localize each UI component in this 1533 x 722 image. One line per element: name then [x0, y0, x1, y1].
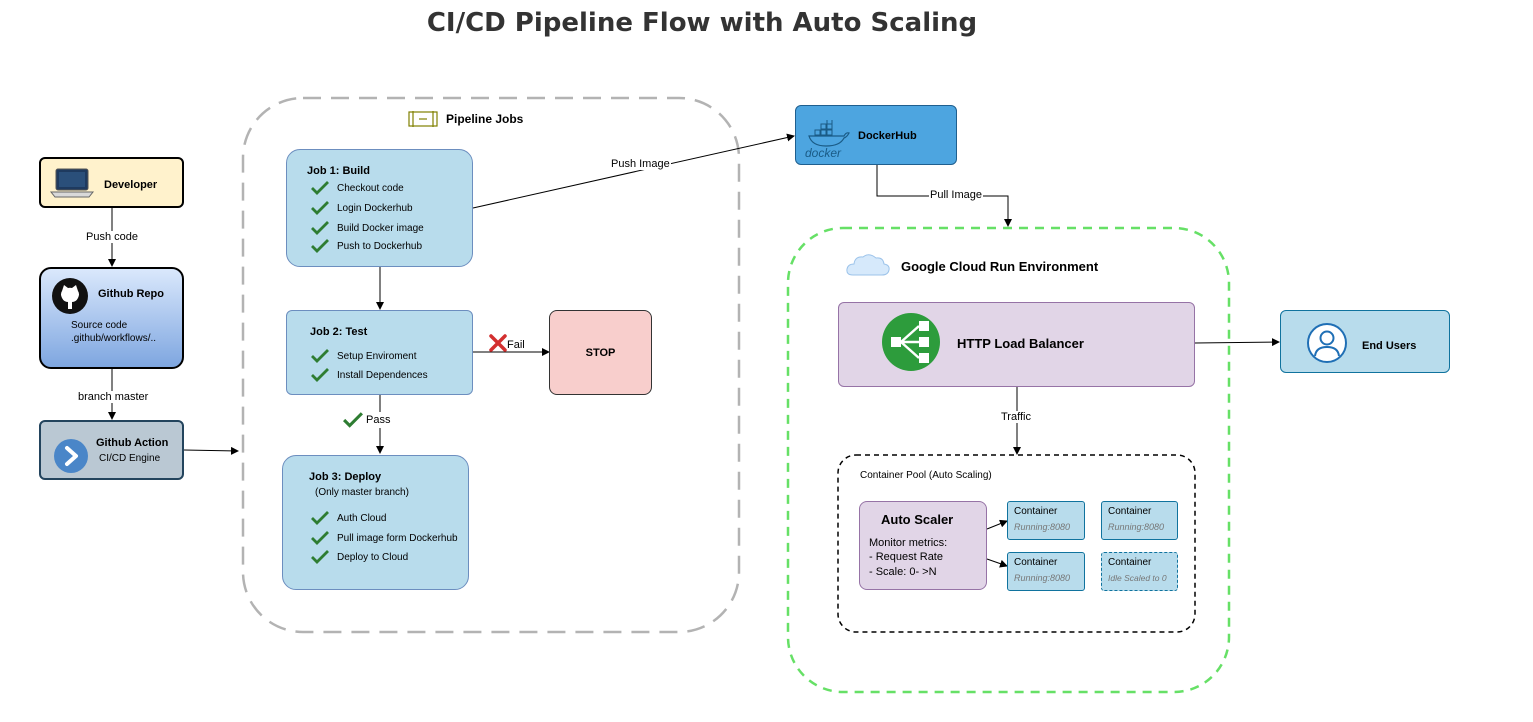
job-test-title: Job 2: Test — [310, 326, 368, 338]
auto-scaler-line3: - Scale: 0- >N — [869, 566, 937, 578]
stop-node: STOP — [549, 310, 652, 395]
list-item: Install Dependences — [311, 368, 428, 382]
job-build-title: Job 1: Build — [307, 165, 370, 177]
check-icon — [311, 181, 329, 195]
pipeline-icon — [408, 111, 438, 127]
repo-workflows-path: .github/workflows/.. — [71, 333, 157, 344]
check-icon — [343, 412, 363, 428]
container-title: Container — [1108, 506, 1152, 517]
list-item: Build Docker image — [311, 221, 424, 235]
check-icon — [311, 531, 329, 545]
user-icon — [1307, 323, 1347, 363]
github-repo-node: Github Repo Source code .github/workflow… — [39, 267, 184, 369]
job-build: Job 1: Build Checkout code Login Dockerh… — [286, 149, 473, 267]
container-status: Idle Scaled to 0 — [1108, 573, 1167, 583]
dockerhub-node: docker DockerHub — [795, 105, 957, 165]
auto-scaler-title: Auto Scaler — [881, 512, 954, 527]
traffic-label: Traffic — [1000, 411, 1032, 423]
pipeline-region — [241, 96, 741, 634]
branch-master-label: branch master — [77, 391, 150, 403]
job-deploy-subtitle: (Only master branch) — [315, 487, 409, 498]
github-action-node: Github Action CI/CD Engine — [39, 420, 184, 480]
dockerhub-label: DockerHub — [858, 130, 917, 142]
job-deploy: Job 3: Deploy (Only master branch) Auth … — [282, 455, 469, 590]
load-balancer-node: HTTP Load Balancer — [838, 302, 1195, 387]
cloud-icon — [846, 254, 890, 276]
load-balancer-icon — [882, 313, 940, 371]
check-icon — [311, 201, 329, 215]
github-repo-label: Github Repo — [98, 288, 164, 300]
job-deploy-title: Job 3: Deploy — [309, 471, 382, 483]
end-users-label: End Users — [1362, 340, 1417, 352]
fail-label: Fail — [507, 339, 525, 351]
check-icon — [311, 239, 329, 253]
list-item: Pull image form Dockerhub — [311, 531, 458, 545]
container-title: Container — [1014, 506, 1058, 517]
container-4-idle: Container Idle Scaled to 0 — [1101, 552, 1178, 591]
github-action-label: Github Action — [96, 437, 169, 449]
container-1: Container Running:8080 — [1007, 501, 1085, 540]
pipeline-jobs-label: Pipeline Jobs — [446, 112, 524, 126]
load-balancer-label: HTTP Load Balancer — [957, 336, 1084, 351]
diagram-title: CI/CD Pipeline Flow with Auto Scaling — [426, 8, 978, 38]
docker-logo-text: docker — [805, 146, 842, 160]
list-item: Push to Dockerhub — [311, 239, 422, 253]
check-icon — [311, 221, 329, 235]
list-item: Checkout code — [311, 181, 404, 195]
end-users-node: End Users — [1280, 310, 1450, 373]
chevron-right-icon — [54, 439, 88, 473]
check-icon — [311, 368, 329, 382]
container-2: Container Running:8080 — [1101, 501, 1178, 540]
check-icon — [311, 349, 329, 363]
container-pool-label: Container Pool (Auto Scaling) — [860, 470, 992, 481]
list-item: Auth Cloud — [311, 511, 386, 525]
pool-region — [837, 454, 1196, 633]
auto-scaler-line1: Monitor metrics: — [869, 537, 948, 549]
push-image-label: Push Image — [610, 158, 671, 170]
list-item: Deploy to Cloud — [311, 550, 408, 564]
fail-x-icon — [489, 334, 507, 352]
stop-label: STOP — [585, 346, 616, 359]
repo-source-code: Source code — [71, 320, 128, 331]
developer-label: Developer — [104, 179, 158, 191]
developer-node: Developer — [39, 157, 184, 208]
auto-scaler-node: Auto Scaler Monitor metrics: - Request R… — [859, 501, 987, 590]
pull-image-label: Pull Image — [929, 189, 983, 201]
list-item: Setup Enviroment — [311, 349, 417, 363]
push-code-label: Push code — [85, 231, 139, 243]
container-3: Container Running:8080 — [1007, 552, 1085, 591]
pass-label-group: Pass — [343, 412, 391, 428]
container-status: Running:8080 — [1014, 522, 1071, 532]
docker-whale-icon — [808, 120, 850, 147]
check-icon — [311, 550, 329, 564]
container-status: Running:8080 — [1108, 522, 1165, 532]
check-icon — [311, 511, 329, 525]
list-item: Login Dockerhub — [311, 201, 413, 215]
container-status: Running:8080 — [1014, 573, 1071, 583]
gcr-label: Google Cloud Run Environment — [901, 259, 1099, 274]
container-title: Container — [1108, 557, 1152, 568]
github-action-sub: CI/CD Engine — [99, 453, 161, 464]
auto-scaler-line2: - Request Rate — [869, 551, 943, 563]
container-title: Container — [1014, 557, 1058, 568]
laptop-icon — [49, 168, 95, 198]
github-icon — [52, 278, 88, 314]
gcr-region — [786, 226, 1231, 694]
job-test: Job 2: Test Setup Enviroment Install Dep… — [286, 310, 473, 395]
pass-label: Pass — [366, 414, 391, 426]
